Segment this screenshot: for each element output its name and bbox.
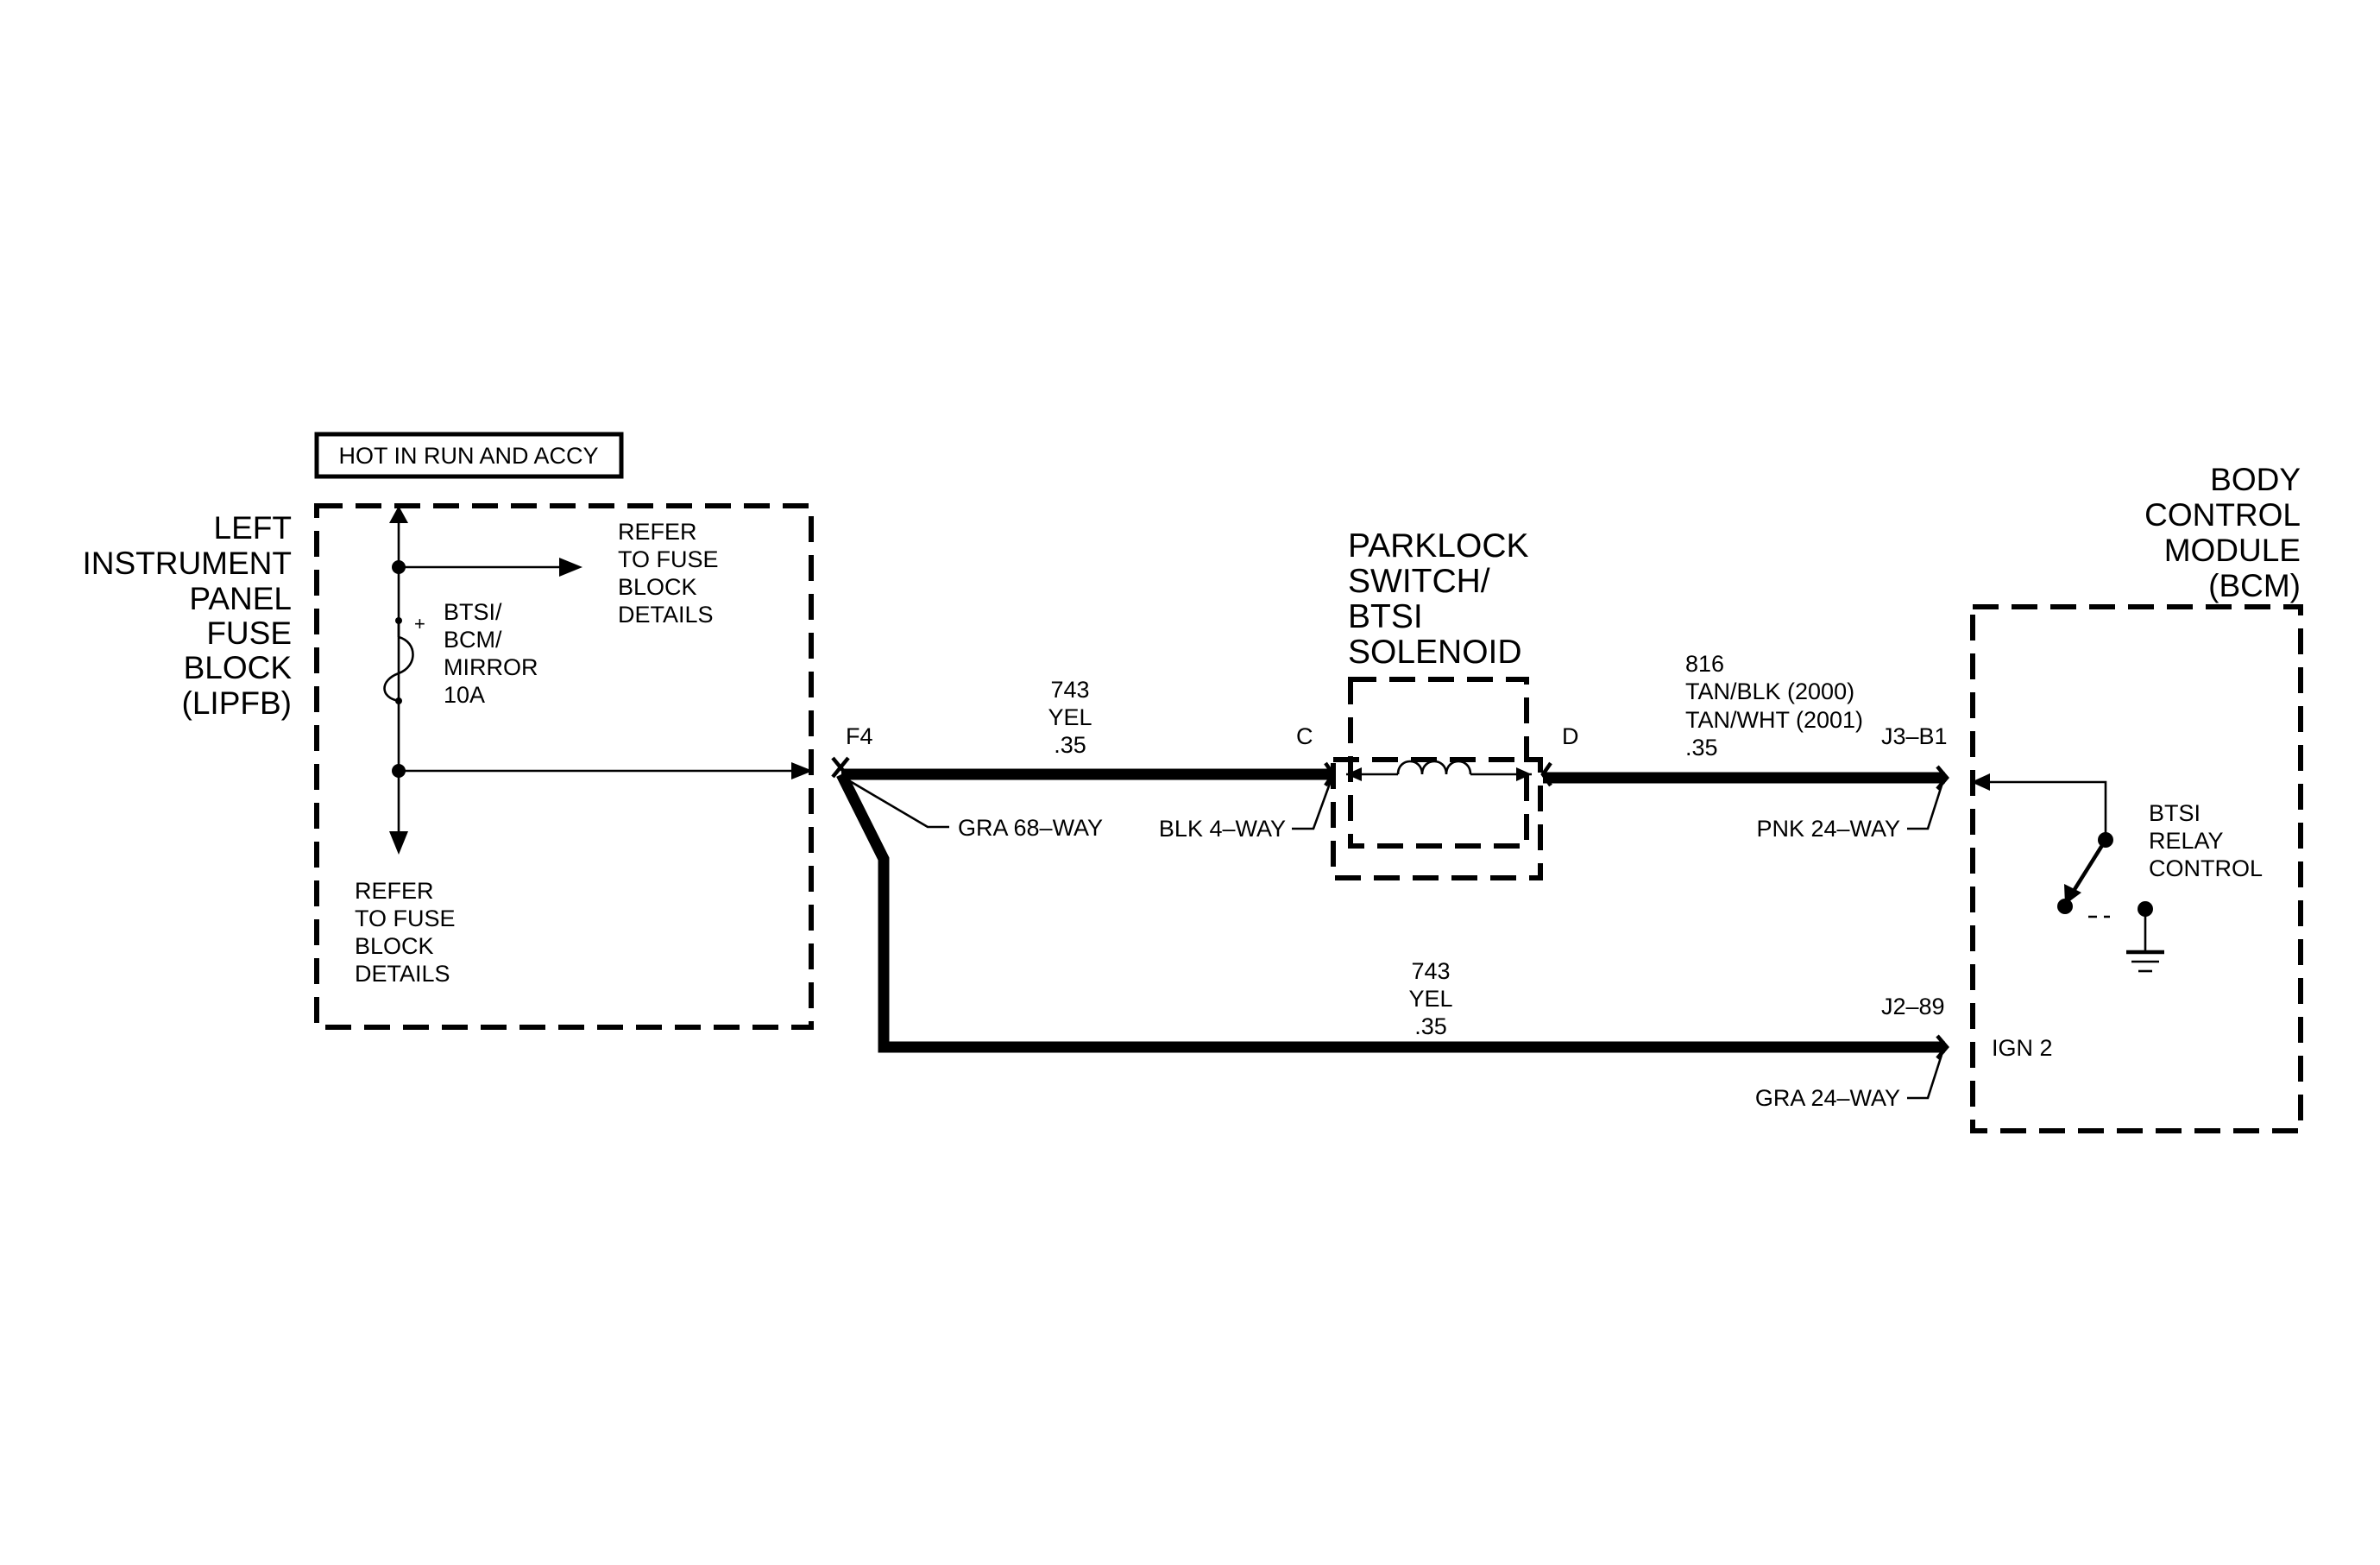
coil-icon <box>1346 760 1532 781</box>
wire-label-line: .35 <box>1414 1013 1447 1039</box>
connector-j289-icon <box>1936 1034 1949 1060</box>
wire-816: D 816 TAN/BLK (2000) TAN/WHT (2001) .35 … <box>1540 651 1949 842</box>
leader-line <box>1907 785 1943 830</box>
ground-icon <box>2126 950 2164 973</box>
wire-label-line: 743 <box>1050 677 1089 703</box>
refer-line: REFER <box>618 519 697 545</box>
refer-line: DETAILS <box>618 602 714 628</box>
wire-label-line: 816 <box>1685 651 1724 677</box>
arrow-right-icon <box>791 762 813 779</box>
wire-743-yel-lower <box>836 772 1945 1053</box>
solenoid-title-line: SOLENOID <box>1348 634 1522 671</box>
connector-d-label: D <box>1562 723 1579 749</box>
fuse-block-title-line: FUSE <box>206 615 292 651</box>
fuse-label-line: BTSI/ <box>444 599 502 625</box>
connector-j3b1-label: J3–B1 <box>1881 723 1948 749</box>
fuse-plus: + <box>414 613 425 634</box>
wire-816-label: 816 TAN/BLK (2000) TAN/WHT (2001) .35 <box>1685 651 1863 760</box>
arrow-down-icon <box>389 831 408 855</box>
relay-feed-line <box>1985 780 2107 840</box>
parklock-solenoid: PARKLOCK SWITCH/ BTSI SOLENOID <box>1331 527 1543 880</box>
solenoid-upper-outline <box>1348 677 1529 849</box>
fuse-icon: + <box>383 613 425 704</box>
connector-f4-label: F4 <box>846 723 873 749</box>
relay-switch-icon <box>2057 832 2153 952</box>
fuse-block-title-line: LEFT <box>214 510 292 546</box>
solenoid-title-line: BTSI <box>1348 598 1423 635</box>
fuse-block-outline <box>314 503 814 1030</box>
refer-line: BLOCK <box>355 933 434 959</box>
connector-j289-label: J2–89 <box>1881 994 1945 1019</box>
leader-line <box>849 779 949 829</box>
refer-line: DETAILS <box>355 961 450 987</box>
arrow-left-icon <box>1971 773 1990 791</box>
bcm-title-line: (BCM) <box>2208 568 2301 603</box>
bcm-title-line: MODULE <box>2164 533 2301 568</box>
refer-bottom-label: REFER TO FUSE BLOCK DETAILS <box>355 878 456 987</box>
connector-blk4-label: BLK 4–WAY <box>1159 816 1286 842</box>
fuse-block: LEFT INSTRUMENT PANEL FUSE BLOCK (LIPFB)… <box>82 503 814 1030</box>
solenoid-title-line: PARKLOCK <box>1348 527 1529 565</box>
connector-gra24-label: GRA 24–WAY <box>1755 1085 1900 1111</box>
relay-label-line: RELAY <box>2149 828 2224 854</box>
bcm-title: BODY CONTROL MODULE (BCM) <box>2144 462 2301 603</box>
leader-line <box>1292 780 1332 830</box>
refer-line: TO FUSE <box>618 546 719 572</box>
wire-label-line: .35 <box>1685 735 1718 760</box>
wire-label-line: YEL <box>1048 704 1092 730</box>
fuse-label: BTSI/ BCM/ MIRROR 10A <box>444 599 538 708</box>
connector-pnk24-label: PNK 24–WAY <box>1756 816 1900 842</box>
fuse-label-line: BCM/ <box>444 627 502 653</box>
bcm-title-line: CONTROL <box>2144 497 2301 533</box>
wire-743-top: F4 743 YEL .35 GRA 68–WAY C BLK 4–WAY <box>831 677 1336 842</box>
solenoid-title-line: SWITCH/ <box>1348 563 1490 600</box>
wire-label-line: YEL <box>1408 986 1452 1012</box>
leader-line <box>1907 1054 1943 1100</box>
power-label: HOT IN RUN AND ACCY <box>338 443 598 469</box>
wire-label-line: .35 <box>1054 732 1086 758</box>
fuse-block-title-line: BLOCK <box>184 650 293 685</box>
fuse-block-title: LEFT INSTRUMENT PANEL FUSE BLOCK (LIPFB) <box>82 510 292 721</box>
arrow-right-icon <box>559 558 582 577</box>
solenoid-title: PARKLOCK SWITCH/ BTSI SOLENOID <box>1348 527 1529 671</box>
wire-label-line: 743 <box>1411 958 1450 984</box>
connector-gra68-label: GRA 68–WAY <box>958 815 1103 841</box>
refer-line: TO FUSE <box>355 906 456 931</box>
fuse-label-line: MIRROR <box>444 654 538 680</box>
relay-label-line: BTSI <box>2149 800 2201 826</box>
relay-label-line: CONTROL <box>2149 855 2263 881</box>
fuse-block-title-line: INSTRUMENT <box>82 546 292 581</box>
refer-top-label: REFER TO FUSE BLOCK DETAILS <box>618 519 719 628</box>
relay-label: BTSI RELAY CONTROL <box>2149 800 2263 881</box>
wire-label-line: TAN/WHT (2001) <box>1685 707 1863 733</box>
fuse-label-line: 10A <box>444 682 485 708</box>
connector-j3b1-icon <box>1936 765 1949 791</box>
refer-line: REFER <box>355 878 434 904</box>
wire-743-bottom-label: 743 YEL .35 <box>1408 958 1452 1039</box>
wire-743-top-label: 743 YEL .35 <box>1048 677 1092 758</box>
bcm-outline <box>1970 604 2303 1133</box>
fuse-block-title-line: PANEL <box>189 581 292 616</box>
connector-c-label: C <box>1296 723 1313 749</box>
bcm-title-line: BODY <box>2210 462 2301 497</box>
fuse-block-title-line: (LIPFB) <box>182 685 292 721</box>
wire-743-bottom: 743 YEL .35 J2–89 GRA 24–WAY <box>836 772 1949 1111</box>
solenoid-lower-outline <box>1331 757 1543 880</box>
body-control-module: BODY CONTROL MODULE (BCM) BTSI RELAY <box>1970 462 2303 1133</box>
refer-line: BLOCK <box>618 574 697 600</box>
wire-label-line: TAN/BLK (2000) <box>1685 678 1854 704</box>
arrow-up-icon <box>389 506 408 523</box>
power-label-box: HOT IN RUN AND ACCY <box>314 432 624 479</box>
ign2-label: IGN 2 <box>1992 1035 2053 1061</box>
